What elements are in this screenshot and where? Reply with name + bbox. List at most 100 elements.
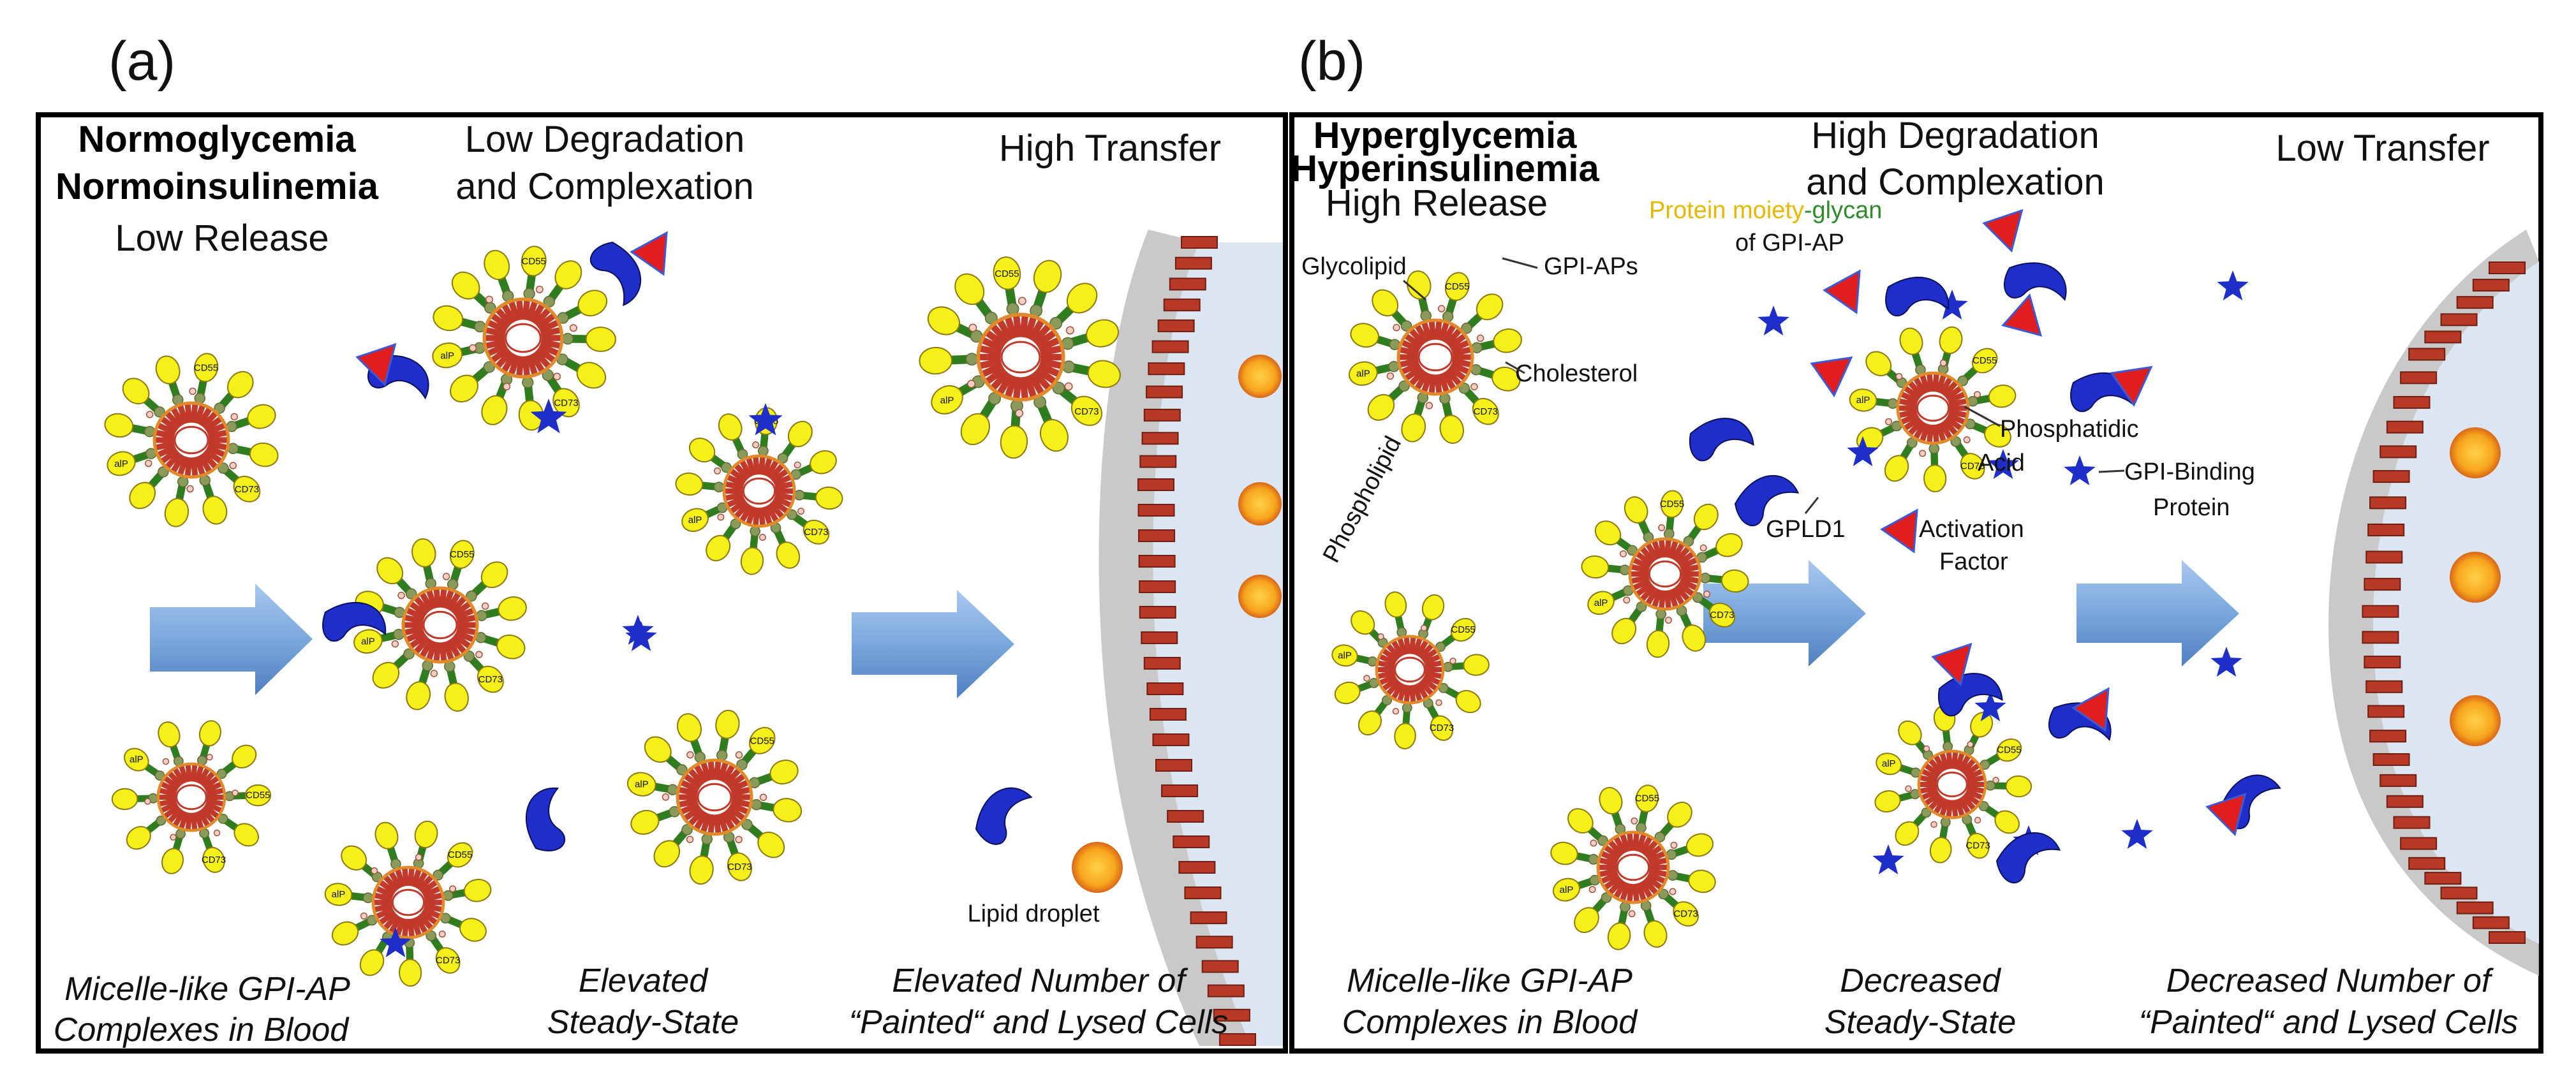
gpi-binding-protein-icon [530,399,567,434]
gpld1-enzyme-icon [975,787,1033,845]
gpld1-enzyme-icon [1995,832,2061,884]
gpi-binding-protein-icon [1974,691,2006,722]
panel-a-transfer: High Transfer [999,128,1221,169]
panel-a-degradation-line1: Low Degradation [465,119,745,160]
glycolipid-label: Glycolipid [1301,253,1407,280]
panel-a-condition-line2: Normoinsulinemia [56,166,379,207]
glycan-text: glycan [1812,197,1883,224]
activation-factor-icon [355,342,397,387]
protein-moiety-text: Protein moiety [1649,197,1804,224]
protein-tag-label: alP [940,395,954,406]
process-arrow [150,584,313,695]
protein-tag-label: alP [332,889,346,900]
gpld1-enzyme-icon [525,787,566,851]
gpld1-enzyme-icon [1937,673,2003,717]
gpi-binding-protein-icon [2121,819,2153,849]
panel-a-letter: (a) [108,31,175,92]
phosphatidic-acid-label-line2: Acid [1978,450,2025,476]
panel-a-caption-left-line2: Complexes in Blood [54,1011,350,1048]
protein-tag-label: alP [130,754,144,765]
panel-b-degradation-line1: High Degradation [1811,115,2099,156]
gpld1-enzyme-icon [1734,474,1800,527]
gpi-binding-protein-icon [1847,436,1879,467]
protein-tag-label: CD73 [202,855,226,865]
panel-b-caption-left-line2: Complexes in Blood [1342,1004,1639,1041]
gpi-binding-protein-icon [625,621,657,652]
protein-tag-label: alP [1356,369,1370,379]
activation-factor-icon [630,231,668,276]
phosphatidic-acid-label-line1: Phosphatidic [2000,416,2139,443]
activation-factor-icon [1880,508,1918,554]
gpld1-enzyme-icon [589,241,642,307]
gpi-binding-protein-icon [1987,449,2019,480]
activation-factor-icon [1823,269,1861,314]
protein-tag-label: CD73 [1474,406,1498,417]
gpi-binding-protein-label-line1: GPI-Binding [2124,459,2255,485]
panel-b-frame [1289,112,2543,1054]
protein-tag-label: CD73 [1673,909,1698,920]
protein-moiety-label: Protein moiety-glycan [1649,197,1882,224]
protein-tag-label: alP [1338,650,1352,661]
protein-tag-label: CD55 [194,362,218,373]
gpld1-enzyme-icon [1885,276,1950,317]
activation-factor-icon [1931,642,1973,687]
activation-factor-icon [1982,209,2024,253]
panel-b-caption-mid-line1: Decreased [1840,962,2002,999]
gpi-aps-label: GPI-APs [1544,253,1638,280]
protein-tag-label: CD73 [1960,461,1985,472]
protein-tag-label: CD55 [246,790,270,801]
protein-tag-label: alP [635,779,649,790]
protein-tag-label: CD55 [1660,499,1684,510]
protein-tag-label: CD73 [436,955,460,966]
protein-tag-label: alP [1856,395,1870,406]
of-gpi-ap-label: of GPI-AP [1735,230,1844,256]
gpi-binding-protein-icon [748,403,783,436]
protein-tag-label: CD55 [448,849,472,860]
panel-b-degradation-line2: and Complexation [1806,161,2105,203]
panel-b-caption-mid-line2: Steady-State [1825,1004,2017,1041]
gpld1-enzyme-icon [322,601,387,642]
gpi-binding-protein-icon [380,927,411,958]
protein-tag-label: CD55 [1635,793,1659,804]
protein-tag-label: CD55 [522,256,546,267]
activation-factor-label-line2: Factor [1939,548,2008,575]
activation-factor-icon [2001,293,2043,337]
panel-a-condition-line1: Normoglycemia [78,119,356,160]
protein-tag-label: CD73 [1430,723,1454,733]
panel-a-caption-right-line2: “Painted“ and Lysed Cells [849,1004,1229,1041]
protein-tag-label: CD73 [554,398,578,409]
cholesterol-label: Cholesterol [1515,360,1638,387]
protein-tag-label: CD55 [1997,745,2021,756]
label-dash: - [1804,197,1812,224]
protein-tag-label: CD73 [804,527,828,538]
protein-tag-label: alP [688,515,702,526]
process-arrow [2076,560,2239,666]
panel-a-degradation-line2: and Complexation [455,166,754,207]
protein-tag-label: CD73 [1710,610,1734,621]
protein-tag-label: CD55 [1445,281,1469,292]
protein-tag-label: CD55 [450,549,474,560]
cell-membrane-b [2328,230,2539,976]
protein-tag-label: CD55 [995,268,1019,279]
panel-b-release: High Release [1326,182,1548,224]
protein-tag-label: CD73 [235,484,259,495]
panel-a-caption-right-line1: Elevated Number of [892,962,1188,999]
lipid-droplet-icon [1072,355,2501,893]
panel-b-caption-right-line1: Decreased Number of [2166,962,2494,999]
lipid-droplet-label: Lipid droplet [967,901,1099,927]
protein-tag-label: CD73 [478,674,503,685]
protein-tag-label: CD73 [1965,841,1990,851]
protein-tag-label: alP [361,636,375,647]
activation-factor-icon [2205,792,2247,837]
process-arrow [852,590,1014,698]
gpi-ap-micelle: CD73 alP CD55 [111,720,272,874]
gpi-binding-protein-icon [2210,647,2242,677]
